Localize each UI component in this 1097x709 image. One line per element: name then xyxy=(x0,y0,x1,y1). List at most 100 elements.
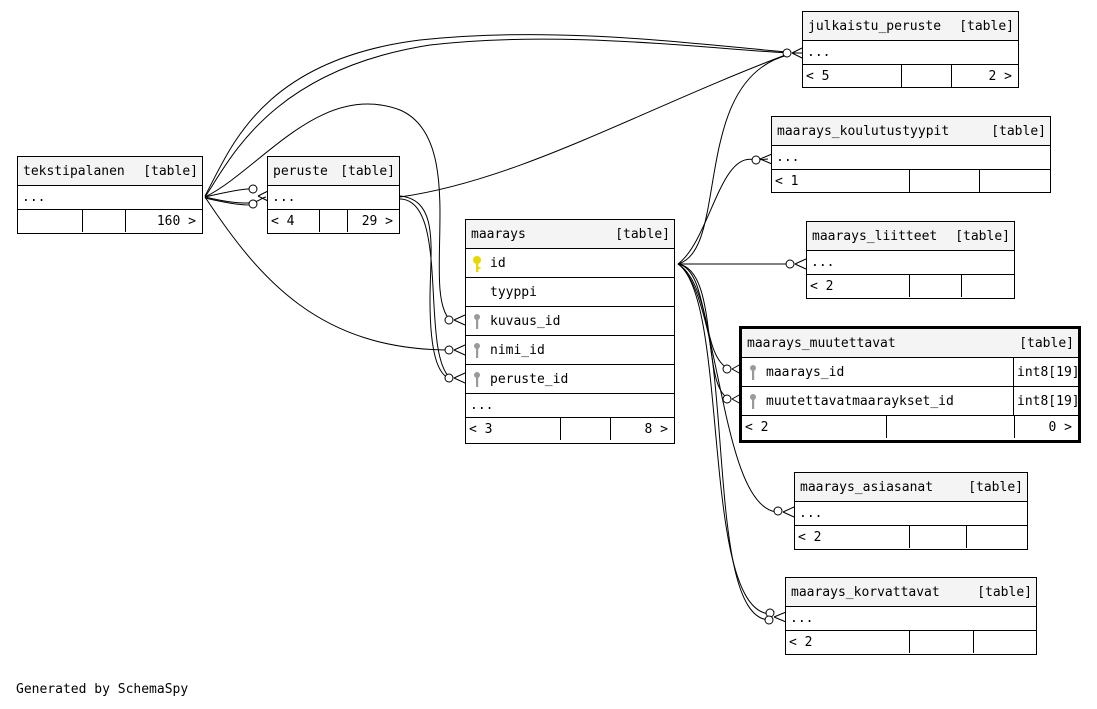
parents-link[interactable] xyxy=(18,210,83,232)
footer-spacer xyxy=(902,65,952,87)
table-maarays[interactable]: maarays [table] id tyyppi kuvaus_id nimi… xyxy=(465,219,675,444)
table-name: maarays_koulutustyypit xyxy=(777,123,950,139)
table-kind: [table] xyxy=(1019,335,1074,351)
table-maarays-asiasanat[interactable]: maarays_asiasanat [table] ... < 2 xyxy=(794,472,1028,550)
table-footer: < 2 xyxy=(807,275,1014,297)
table-name: maarays_liitteet xyxy=(812,228,938,244)
footer-spacer xyxy=(910,170,980,192)
table-name: maarays_korvattavat xyxy=(791,584,940,600)
more-columns: ... xyxy=(786,607,1036,631)
column-name: id xyxy=(490,255,506,271)
parents-link[interactable]: < 2 xyxy=(742,416,887,438)
column-row[interactable]: muutettavatmaaraykset_id int8[19] xyxy=(742,387,1080,416)
children-link[interactable] xyxy=(980,170,1050,192)
footer-spacer xyxy=(910,631,974,653)
table-header[interactable]: maarays_koulutustyypit [table] xyxy=(772,117,1050,146)
children-link[interactable]: 0 > xyxy=(1048,419,1072,435)
column-name: maarays_id xyxy=(766,364,845,380)
more-columns: ... xyxy=(466,394,674,418)
foreign-key-icon xyxy=(750,394,756,409)
table-kind: [table] xyxy=(977,584,1032,600)
parents-link[interactable]: < 2 xyxy=(795,526,910,548)
column-row[interactable]: maarays_id int8[19] xyxy=(742,358,1080,387)
table-name: tekstipalanen xyxy=(23,163,125,179)
children-link[interactable] xyxy=(974,631,1036,653)
table-kind: [table] xyxy=(955,228,1010,244)
column-name: kuvaus_id xyxy=(490,313,561,329)
column-row[interactable]: id xyxy=(466,249,674,278)
foreign-key-icon xyxy=(474,372,480,387)
more-columns: ... xyxy=(772,146,1050,170)
primary-key-icon xyxy=(473,256,481,272)
more-columns: ... xyxy=(807,251,1014,275)
parents-link[interactable]: < 3 xyxy=(466,418,561,440)
children-link[interactable]: 160 > xyxy=(156,213,196,229)
table-header[interactable]: maarays_korvattavat [table] xyxy=(786,578,1036,607)
table-footer: < 2 xyxy=(795,526,1027,548)
table-tekstipalanen[interactable]: tekstipalanen [table] ... 160 > xyxy=(17,156,203,234)
table-footer: < 2 0 > xyxy=(742,416,1078,438)
footer-spacer xyxy=(887,416,1015,438)
footer-spacer xyxy=(561,418,611,440)
table-kind: [table] xyxy=(991,123,1046,139)
table-kind: [table] xyxy=(143,163,198,179)
table-peruste[interactable]: peruste [table] ... < 4 29 > xyxy=(267,156,400,234)
more-columns: ... xyxy=(18,186,202,210)
table-name: maarays_muutettavat xyxy=(747,335,896,351)
table-name: peruste xyxy=(273,163,328,179)
parents-link[interactable]: < 5 xyxy=(803,65,902,87)
parents-link[interactable]: < 2 xyxy=(786,631,910,653)
more-columns: ... xyxy=(803,41,1018,65)
table-kind: [table] xyxy=(968,479,1023,495)
table-maarays-liitteet[interactable]: maarays_liitteet [table] ... < 2 xyxy=(806,221,1015,299)
table-header[interactable]: maarays_asiasanat [table] xyxy=(795,473,1027,502)
foreign-key-icon xyxy=(750,365,756,380)
children-link[interactable]: 2 > xyxy=(988,68,1012,84)
footer-spacer xyxy=(910,526,967,548)
more-columns: ... xyxy=(268,186,399,210)
table-maarays-koulutustyypit[interactable]: maarays_koulutustyypit [table] ... < 1 xyxy=(771,116,1051,193)
table-maarays-muutettavat[interactable]: maarays_muutettavat [table] maarays_id i… xyxy=(739,326,1081,443)
table-julkaistu-peruste[interactable]: julkaistu_peruste [table] ... < 5 2 > xyxy=(802,11,1019,88)
table-footer: < 3 8 > xyxy=(466,418,674,440)
generated-by-footer: Generated by SchemaSpy xyxy=(16,682,189,697)
table-kind: [table] xyxy=(615,226,670,242)
children-link[interactable] xyxy=(962,275,1014,297)
table-footer: < 1 xyxy=(772,170,1050,192)
column-row[interactable]: nimi_id xyxy=(466,336,674,365)
children-link[interactable] xyxy=(967,526,1027,548)
column-row[interactable]: kuvaus_id xyxy=(466,307,674,336)
table-kind: [table] xyxy=(959,18,1014,34)
more-columns: ... xyxy=(795,502,1027,526)
column-row[interactable]: peruste_id xyxy=(466,365,674,394)
table-header[interactable]: peruste [table] xyxy=(268,157,399,186)
table-header[interactable]: maarays [table] xyxy=(466,220,674,249)
column-name: peruste_id xyxy=(490,371,569,387)
table-name: maarays_asiasanat xyxy=(800,479,934,495)
column-row[interactable]: tyyppi xyxy=(466,278,674,307)
footer-spacer xyxy=(320,210,348,232)
parents-link[interactable]: < 2 xyxy=(807,275,910,297)
table-footer: < 5 2 > xyxy=(803,65,1018,87)
table-header[interactable]: julkaistu_peruste [table] xyxy=(803,12,1018,41)
table-kind: [table] xyxy=(340,163,395,179)
footer-spacer xyxy=(83,210,126,232)
foreign-key-icon xyxy=(474,343,480,358)
parents-link[interactable]: < 1 xyxy=(772,170,910,192)
table-footer: < 2 xyxy=(786,631,1036,653)
foreign-key-icon xyxy=(474,314,480,329)
table-footer: < 4 29 > xyxy=(268,210,399,232)
table-header[interactable]: tekstipalanen [table] xyxy=(18,157,202,186)
parents-link[interactable]: < 4 xyxy=(268,210,320,232)
column-type: int8[19] xyxy=(1013,387,1080,415)
column-type: int8[19] xyxy=(1013,358,1080,386)
table-maarays-korvattavat[interactable]: maarays_korvattavat [table] ... < 2 xyxy=(785,577,1037,655)
children-link[interactable]: 29 > xyxy=(361,213,393,229)
children-link[interactable]: 8 > xyxy=(644,421,668,437)
table-header[interactable]: maarays_muutettavat [table] xyxy=(742,329,1078,358)
column-name: muutettavatmaaraykset_id xyxy=(766,393,954,409)
table-header[interactable]: maarays_liitteet [table] xyxy=(807,222,1014,251)
table-name: julkaistu_peruste xyxy=(808,18,942,34)
column-name: tyyppi xyxy=(490,284,537,300)
